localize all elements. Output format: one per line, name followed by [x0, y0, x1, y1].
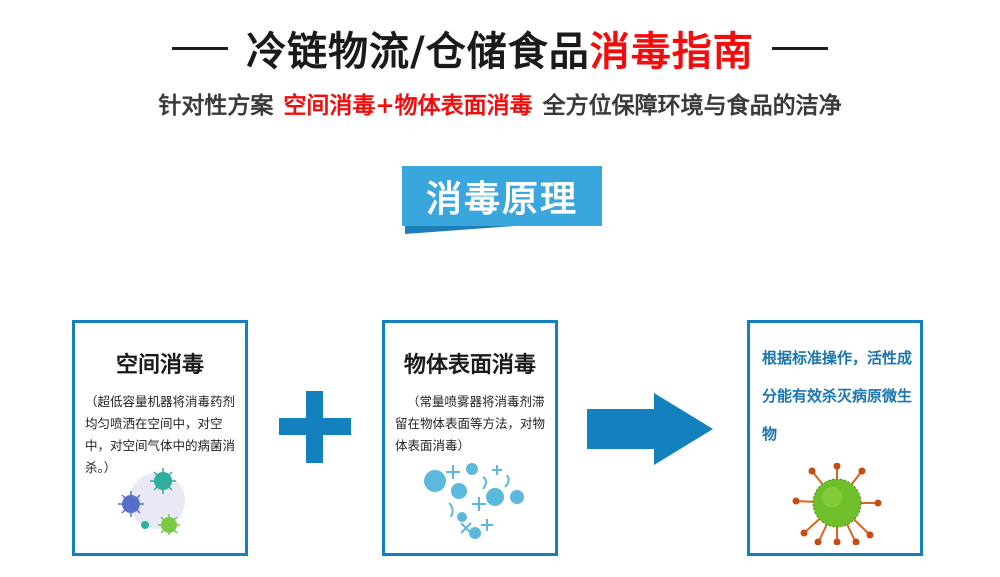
card-body: （超低容量机器将消毒药剂均匀喷洒在空间中，对空中，对空间气体中的病菌消杀。）: [85, 394, 236, 475]
plus-vertical: [306, 391, 323, 463]
virus-3d-icon: [792, 463, 882, 545]
subtitle-suffix: 全方位保障环境与食品的洁净: [542, 93, 842, 119]
subtitle-prefix: 针对性方案: [158, 93, 274, 119]
title-dash-left: [172, 46, 229, 50]
card-body: 根据标准操作，活性成分能有效杀灭病原微生物: [762, 349, 913, 443]
section-badge: 消毒原理: [402, 166, 602, 238]
card-space-disinfection: 空间消毒 （超低容量机器将消毒药剂均匀喷洒在空间中，对空中，对空间气体中的病菌消…: [72, 320, 248, 556]
card-body: （常量喷雾器将消毒剂滞留在物体表面等方法，对物体表面消毒）: [395, 394, 546, 453]
card-result: 根据标准操作，活性成分能有效杀灭病原微生物: [747, 320, 923, 556]
card-title: 物体表面消毒: [403, 353, 536, 378]
virus-cluster-icon: [118, 468, 185, 535]
subtitle-highlight: 空间消毒+物体表面消毒: [283, 93, 533, 119]
card-title: 空间消毒: [115, 353, 204, 378]
page-title: 冷链物流/仓储食品消毒指南: [246, 19, 754, 77]
plus-icon: [279, 391, 351, 463]
header-title-row: 冷链物流/仓储食品消毒指南: [0, 18, 1000, 78]
title-dash-right: [771, 46, 828, 50]
section-badge-label: 消毒原理: [402, 166, 602, 226]
arrow-right-icon: [587, 393, 713, 465]
bacteria-pattern-icon: [424, 463, 524, 539]
subtitle: 针对性方案空间消毒+物体表面消毒全方位保障环境与食品的洁净: [0, 86, 1000, 120]
title-red-part: 消毒指南: [589, 29, 754, 75]
title-black-part: 冷链物流/仓储食品: [246, 29, 590, 75]
card-surface-disinfection: 物体表面消毒 （常量喷雾器将消毒剂滞留在物体表面等方法，对物体表面消毒）: [382, 320, 558, 556]
